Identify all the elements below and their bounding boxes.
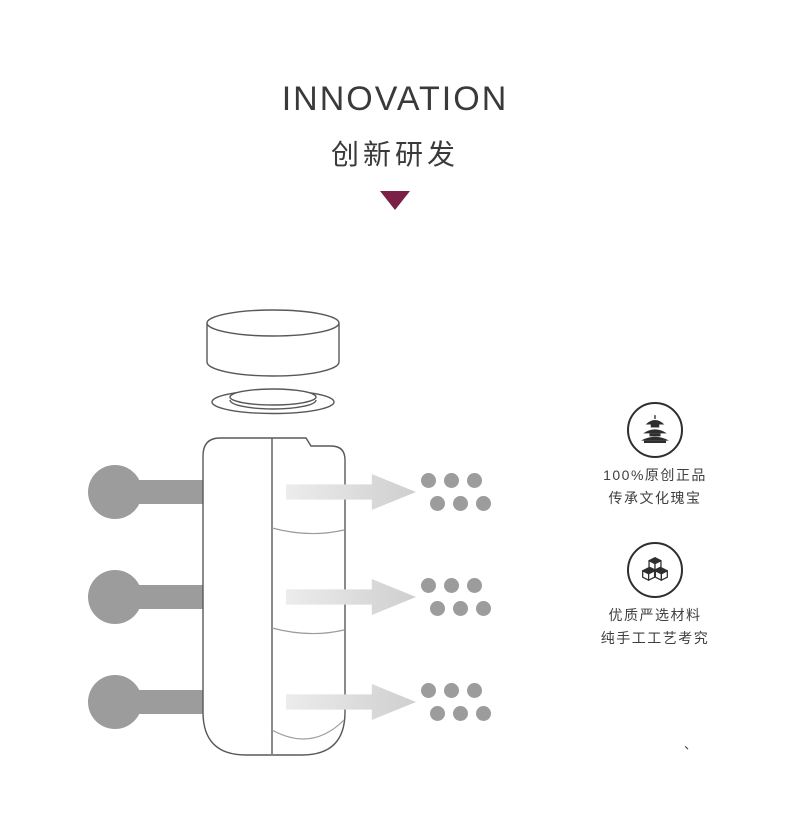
particle-dots (421, 578, 491, 616)
feature-line: 优质严选材料 (608, 607, 702, 623)
feature-icon-circle (627, 402, 683, 458)
feature-icon-circle (627, 542, 683, 598)
bottle-cap-top (206, 309, 340, 337)
feature-materials: 优质严选材料 纯手工工艺考究 (565, 542, 745, 650)
down-triangle-icon (380, 191, 410, 210)
feature-line: 100%原创正品 (603, 467, 707, 483)
section-title: INNOVATION (281, 80, 509, 118)
bottle-cap (206, 323, 340, 377)
feature-authenticity: 100%原创正品 传承文化瑰宝 (565, 402, 745, 510)
pagoda-icon (640, 415, 670, 444)
process-bar (130, 585, 212, 609)
process-bar (130, 480, 212, 504)
bottle-illustration (202, 309, 346, 756)
stray-mark: 、 (684, 737, 698, 752)
section-subtitle: 创新研发 (330, 139, 459, 170)
process-bar (130, 690, 212, 714)
section-header: INNOVATION 创新研发 (0, 0, 790, 210)
particle-dots (421, 683, 491, 721)
feature-line: 传承文化瑰宝 (608, 490, 702, 506)
feature-line: 纯手工工艺考究 (600, 630, 710, 646)
bottle-body (202, 437, 346, 756)
particle-dots (421, 473, 491, 511)
bottle-seal-inner (229, 388, 317, 406)
cubes-icon (642, 557, 668, 581)
